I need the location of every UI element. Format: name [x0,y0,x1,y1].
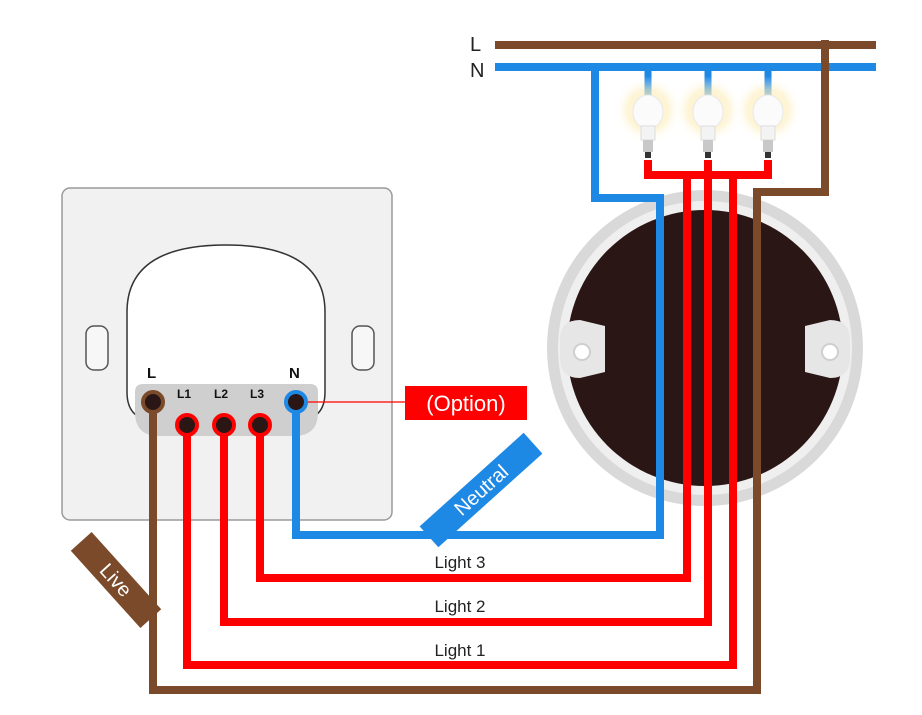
junction-box [547,190,863,506]
screw-hole-right-icon [821,343,839,361]
light2-wire [220,160,712,626]
light-bulb-1-icon [614,76,682,158]
live-to-box-wire [149,40,829,694]
light1-label: Light 1 [434,641,485,660]
terminal-L3-label: L3 [250,387,264,401]
light3-wire [256,160,772,582]
terminal-L-icon [141,390,165,414]
neutral-flag: Neutral [419,432,543,548]
screw-hole-left-icon [573,343,591,361]
terminal-N-icon [284,390,308,414]
terminal-N-label: N [289,365,300,382]
light-bulbs [614,76,802,158]
light1-wire [183,160,737,669]
terminal-L-label: L [147,365,156,382]
mounting-slot-right-icon [351,325,375,371]
light-bulb-3-icon [734,76,802,158]
terminal-L3-icon [248,413,272,437]
switch-module [61,187,393,521]
light2-label: Light 2 [434,597,485,616]
option-label: (Option) [426,391,505,416]
supply-live-label: L [470,34,481,56]
supply-neutral-label: N [470,60,484,82]
light-bulb-2-icon [674,76,742,158]
neutral-to-box-wire [292,67,664,539]
terminal-L1-label: L1 [177,387,191,401]
terminal-L2-label: L2 [214,387,228,401]
terminals: L L1 L2 L3 N [141,365,308,437]
terminal-L1-icon [175,413,199,437]
mounting-slot-left-icon [85,325,109,371]
terminal-L2-icon [212,413,236,437]
light3-label: Light 3 [434,553,485,572]
option-callout-box [405,386,527,420]
live-flag: Live [70,531,162,629]
